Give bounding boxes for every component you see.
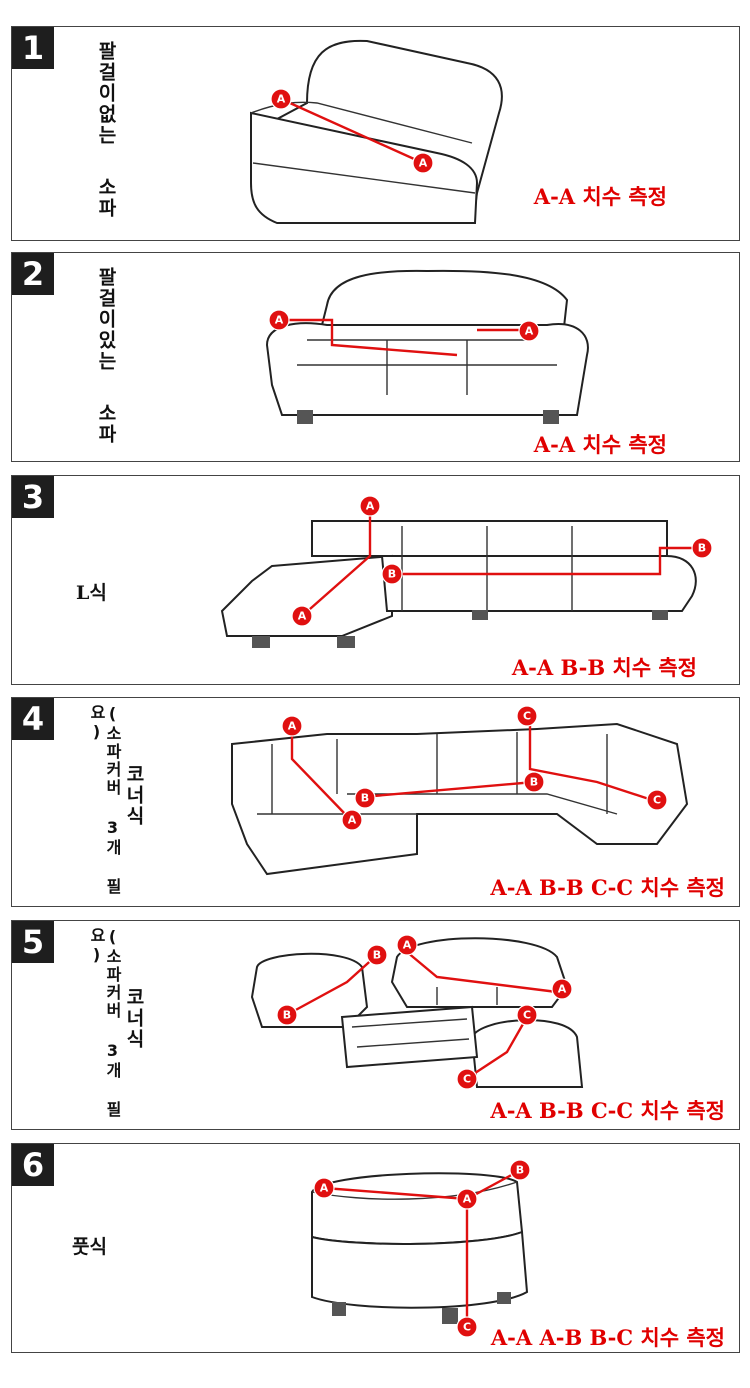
marker-label: A bbox=[463, 1193, 472, 1206]
panel-label: L식 bbox=[76, 582, 107, 604]
footstool-illustration: A A B C bbox=[311, 1159, 531, 1338]
panel-label-line: 소파 bbox=[95, 403, 117, 445]
marker-label: B bbox=[516, 1164, 524, 1177]
panel-3: 3 L식 A A B B A-A B-B 치수 측정 bbox=[11, 475, 740, 685]
panel-number: 3 bbox=[12, 476, 54, 518]
marker-label: A bbox=[275, 314, 284, 327]
armed-sofa-illustration: A A bbox=[265, 269, 589, 424]
panel-number: 5 bbox=[12, 921, 54, 963]
panel-label: 소파 bbox=[95, 403, 117, 445]
marker-label: C bbox=[463, 1321, 471, 1334]
panel-number: 1 bbox=[12, 27, 54, 69]
panel-label: 코너식 bbox=[123, 987, 145, 1050]
measure-note: A-A 치수 측정 bbox=[533, 184, 667, 209]
measure-note: A-A B-B C-C 치수 측정 bbox=[490, 1098, 725, 1123]
corner-sofa-illustration: A A B B C C bbox=[231, 705, 689, 876]
panel-label-line: 소파 bbox=[95, 177, 117, 219]
measure-note: A-A A-B B-C 치수 측정 bbox=[490, 1325, 725, 1350]
marker-label: A bbox=[558, 983, 567, 996]
panel-1: 1 팔걸이없는 소파 A A A-A 치수 측정 bbox=[11, 26, 740, 241]
panel-label: 팔걸이없는 bbox=[95, 41, 117, 146]
marker-label: C bbox=[523, 710, 531, 723]
marker-label: A bbox=[419, 157, 428, 170]
panel-number: 4 bbox=[12, 698, 54, 740]
panel-sub-label: (소파커버 3개 필요) bbox=[87, 927, 122, 1119]
marker-label: B bbox=[388, 568, 396, 581]
panel-6: 6 풋식 A A B C A-A A-B B-C 치수 측정 bbox=[11, 1143, 740, 1353]
panel-label-line: 팔걸이없는 bbox=[95, 41, 117, 146]
marker-label: B bbox=[373, 949, 381, 962]
marker-label: A bbox=[525, 325, 534, 338]
panel-label: 풋식 bbox=[72, 1236, 107, 1258]
measure-note: A-A B-B 치수 측정 bbox=[511, 655, 697, 680]
marker-label: B bbox=[530, 776, 538, 789]
marker-label: A bbox=[366, 500, 375, 513]
marker-label: C bbox=[463, 1073, 471, 1086]
marker-label: C bbox=[523, 1009, 531, 1022]
panel-label: 코너식 bbox=[123, 764, 145, 827]
marker-label: A bbox=[403, 939, 412, 952]
marker-label: A bbox=[288, 720, 297, 733]
panel-number: 2 bbox=[12, 253, 54, 295]
measure-note: A-A B-B C-C 치수 측정 bbox=[490, 875, 725, 900]
sofa-set-illustration: B B A A C C bbox=[250, 934, 584, 1090]
panel-label-line: 팔걸이있는 bbox=[95, 267, 117, 372]
marker-label: A bbox=[298, 610, 307, 623]
panel-2: 2 팔걸이있는 소파 A A A-A 치수 측정 bbox=[11, 252, 740, 462]
measure-note: A-A 치수 측정 bbox=[533, 432, 667, 457]
marker-label: B bbox=[361, 792, 369, 805]
panel-number: 6 bbox=[12, 1144, 54, 1186]
panel-sub-label: (소파커버 3개 필요) bbox=[87, 704, 122, 896]
panel-5: 5 (소파커버 3개 필요) 코너식 B B A A C C A-A B-B C… bbox=[11, 920, 740, 1130]
armless-sofa-illustration: A A bbox=[249, 39, 503, 224]
panel-label: 소파 bbox=[95, 177, 117, 219]
panel-4: 4 (소파커버 3개 필요) 코너식 A A B B C C A-A B-B C… bbox=[11, 697, 740, 907]
marker-label: A bbox=[348, 814, 357, 827]
marker-label: A bbox=[320, 1182, 329, 1195]
panel-label: 팔걸이있는 bbox=[95, 267, 117, 372]
marker-label: B bbox=[698, 542, 706, 555]
marker-label: A bbox=[277, 93, 286, 106]
marker-label: B bbox=[283, 1009, 291, 1022]
marker-label: C bbox=[653, 794, 661, 807]
l-shaped-sofa-illustration: A A B B bbox=[220, 495, 712, 648]
